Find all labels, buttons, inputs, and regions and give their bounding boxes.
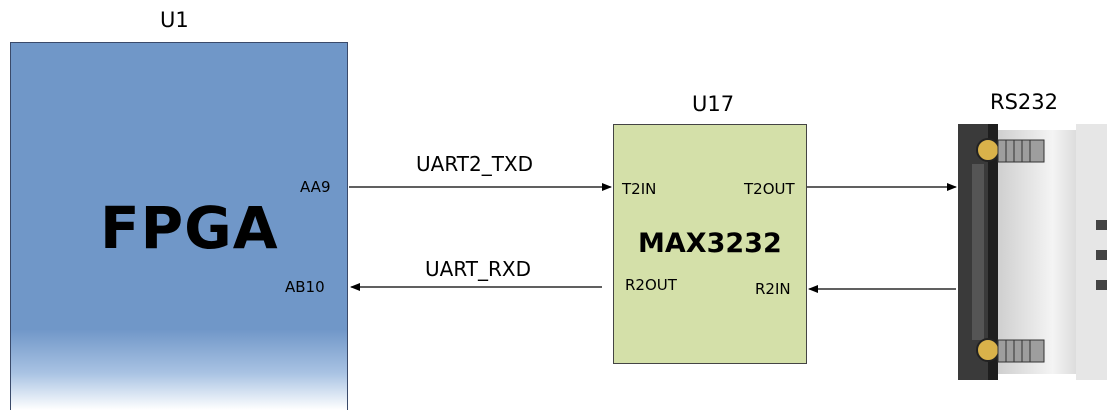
- connection-lines: [0, 0, 1107, 410]
